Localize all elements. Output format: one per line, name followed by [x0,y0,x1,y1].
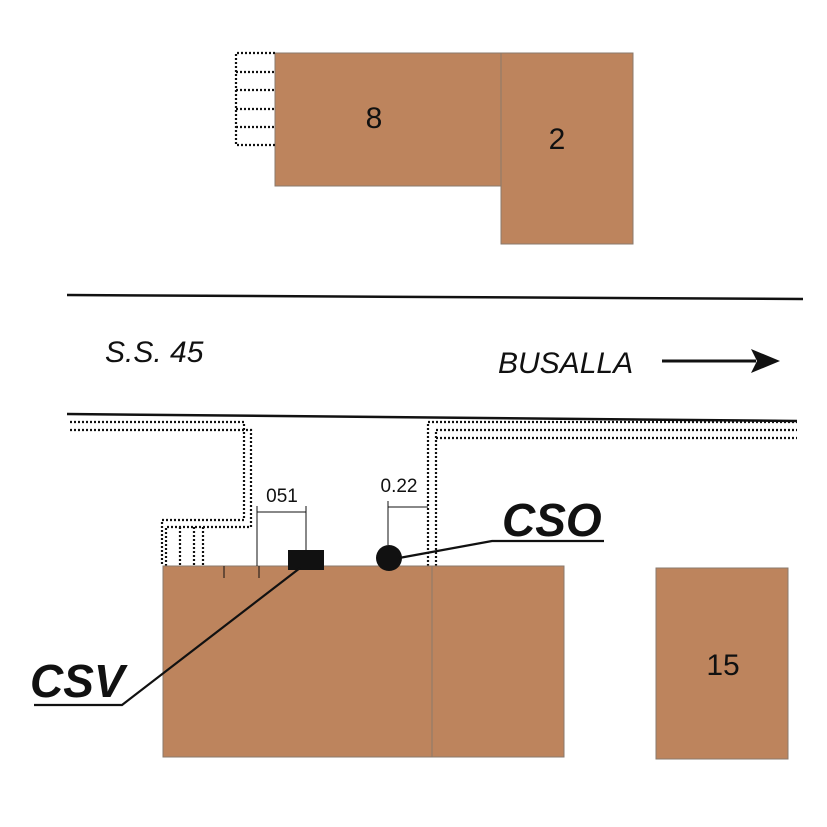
sidewalk-left-inner [70,428,253,566]
csv-leader-line [34,567,301,707]
csv-marker [288,550,324,570]
dimension-cso-value: 0.22 [381,476,418,497]
sidewalk-right-outer [426,420,797,566]
cso-marker [376,545,402,571]
building-8: 8 [274,52,503,187]
steps-building-8 [234,51,275,147]
road-name: S.S. 45 [105,336,204,369]
direction-arrow [662,349,780,373]
building-15: 15 [655,567,789,760]
sidewalk-right [426,420,797,566]
road-edge-south [66,412,798,423]
sidewalk-left-outer [70,420,246,566]
building-south-right [431,565,565,758]
direction-label: BUSALLA [498,347,633,380]
building-2-number: 2 [549,123,566,156]
cso-leader-line [398,539,604,560]
sidewalk-left-steps [178,527,205,566]
building-2-footprint [500,52,634,245]
building-8-number: 8 [366,102,383,135]
building-15-number: 15 [706,649,739,682]
building-2: 2 [500,52,634,245]
building-15-footprint [655,567,789,760]
cso-label: CSO [502,494,602,546]
building-8-footprint [274,52,503,187]
road-edge-north [66,293,804,301]
dimension-csv-value: 051 [266,486,298,507]
csv-label: CSV [30,655,128,707]
dimension-cso: 0.22 [381,476,428,545]
direction-arrow-head [751,349,780,373]
steps-outline [234,51,275,147]
building-south-left [162,565,433,758]
steps-treads [236,70,275,129]
sidewalk-right-inner [434,428,797,566]
dimension-csv: 051 [256,486,307,566]
sidewalk-left [70,420,253,566]
